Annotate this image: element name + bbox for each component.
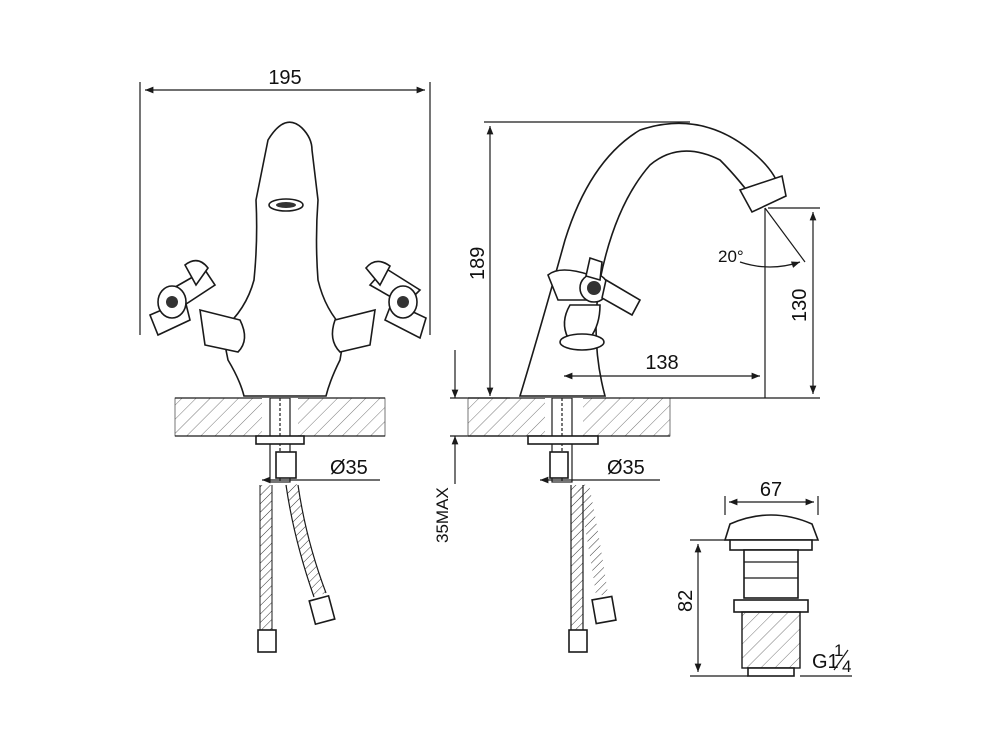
drain-thread-fraction-den: 4 <box>842 657 851 676</box>
drain-thread-annotation: G1 1 4 <box>800 641 852 677</box>
drain-thread-label: G1 <box>812 651 839 673</box>
drain-body <box>723 514 820 677</box>
drain-width-dimension: 67 <box>724 479 819 515</box>
front-hole-dimension: Ø35 <box>262 457 380 484</box>
side-height-dimension: 189 <box>467 121 690 396</box>
side-mounting-stud <box>527 397 599 483</box>
angle-label: 20° <box>718 247 744 266</box>
side-height-label: 189 <box>467 247 489 280</box>
side-view: 189 20° <box>467 121 820 653</box>
front-mounting-stud <box>255 397 305 483</box>
side-countertop <box>467 397 820 437</box>
front-width-label: 195 <box>268 67 301 89</box>
thickness-dimension: 35MAX <box>433 350 510 543</box>
angle-annotation: 20° <box>718 207 806 398</box>
front-hoses <box>257 484 336 653</box>
front-width-dimension: 195 <box>139 67 431 335</box>
spout-height-dimension: 130 <box>768 207 820 394</box>
side-hoses <box>568 483 617 653</box>
drain-height-dimension: 82 <box>675 539 748 677</box>
drain-height-label: 82 <box>675 590 697 612</box>
side-hole-dimension: Ø35 <box>540 457 660 484</box>
side-hole-label: Ø35 <box>607 457 645 479</box>
drain-thread-fraction-num: 1 <box>834 641 843 660</box>
front-left-handle <box>148 259 246 353</box>
drain-width-label: 67 <box>760 479 782 501</box>
spout-height-label: 130 <box>789 289 811 322</box>
thickness-label: 35MAX <box>433 487 452 543</box>
front-faucet-body <box>221 121 346 397</box>
drain-view: 67 82 G1 1 4 <box>675 479 852 677</box>
front-hole-label: Ø35 <box>330 457 368 479</box>
front-right-handle <box>331 260 427 353</box>
reach-label: 138 <box>645 352 678 374</box>
reach-dimension: 138 <box>564 352 760 380</box>
front-view: 195 <box>139 67 510 653</box>
side-handle <box>547 256 642 351</box>
